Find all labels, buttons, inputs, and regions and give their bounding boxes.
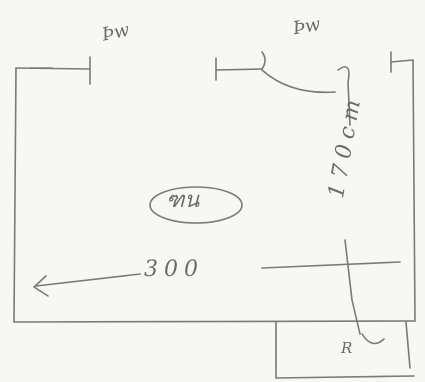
- door-swing-arc: [261, 51, 266, 70]
- room-label-oval: [149, 186, 243, 224]
- wall-right: [412, 59, 416, 322]
- height-dimension-line-lower: [344, 239, 361, 335]
- door-swing-curve: [261, 69, 336, 94]
- wall-left: [13, 67, 17, 323]
- width-dimension-line-right: [261, 261, 401, 269]
- wall-top-left: [15, 67, 91, 70]
- room-label: ฑน: [166, 188, 200, 213]
- wall-top-middle: [215, 68, 263, 71]
- extension-box: [275, 321, 415, 379]
- width-dimension-line: [35, 273, 141, 287]
- wall-top-right: [390, 59, 414, 63]
- width-dimension-label: 300: [144, 257, 204, 282]
- wall-bottom: [13, 320, 416, 323]
- window-right-label: Þw: [291, 13, 323, 40]
- width-arrow-head: [33, 275, 49, 297]
- height-dimension-line: [337, 66, 351, 126]
- extension-arrow: [361, 333, 385, 345]
- extension-label: R: [341, 339, 353, 357]
